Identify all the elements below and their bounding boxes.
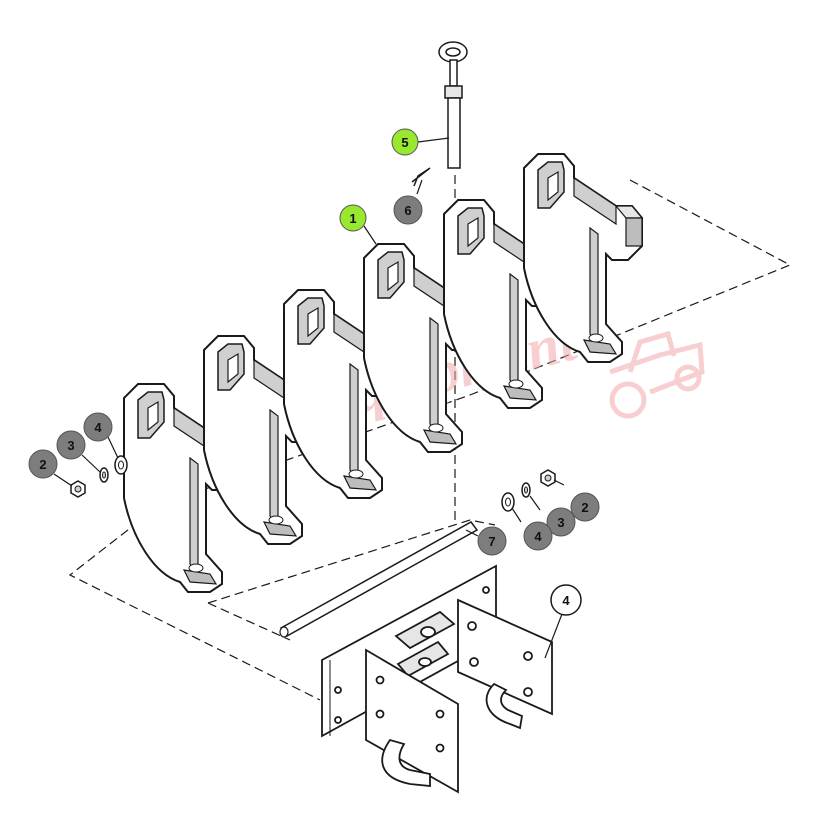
watermark-tractor-icon <box>609 330 705 419</box>
svg-text:3: 3 <box>557 515 564 530</box>
svg-text:3: 3 <box>67 438 74 453</box>
right-fasteners <box>501 469 556 512</box>
callout-4-left: 4 <box>83 412 113 442</box>
callout-6: 6 <box>393 195 423 225</box>
lock-pin <box>438 41 468 169</box>
callout-2-left: 2 <box>28 449 58 479</box>
callouts: 5 1 6 2 3 4 2 3 <box>28 128 600 616</box>
callout-3-right: 3 <box>546 507 576 537</box>
callout-7: 7 <box>477 526 507 556</box>
left-fasteners <box>70 455 128 498</box>
callout-3-left: 3 <box>56 430 86 460</box>
hairpin-clip <box>411 167 431 187</box>
svg-text:2: 2 <box>581 500 588 515</box>
svg-text:4: 4 <box>562 593 570 608</box>
callout-5: 5 <box>391 128 419 156</box>
callout-4-right: 4 <box>523 521 553 551</box>
svg-text:2: 2 <box>39 457 46 472</box>
svg-text:4: 4 <box>94 420 102 435</box>
svg-text:7: 7 <box>488 534 495 549</box>
callout-2-right: 2 <box>570 492 600 522</box>
callout-4-bracket: 4 <box>550 584 582 616</box>
tie-rod <box>279 521 479 638</box>
mounting-bracket <box>321 564 553 794</box>
callout-1: 1 <box>339 204 367 232</box>
svg-text:6: 6 <box>404 203 411 218</box>
leader-lines <box>53 137 565 659</box>
svg-text:1: 1 <box>349 211 356 226</box>
svg-text:5: 5 <box>401 135 408 150</box>
svg-text:4: 4 <box>534 529 542 544</box>
